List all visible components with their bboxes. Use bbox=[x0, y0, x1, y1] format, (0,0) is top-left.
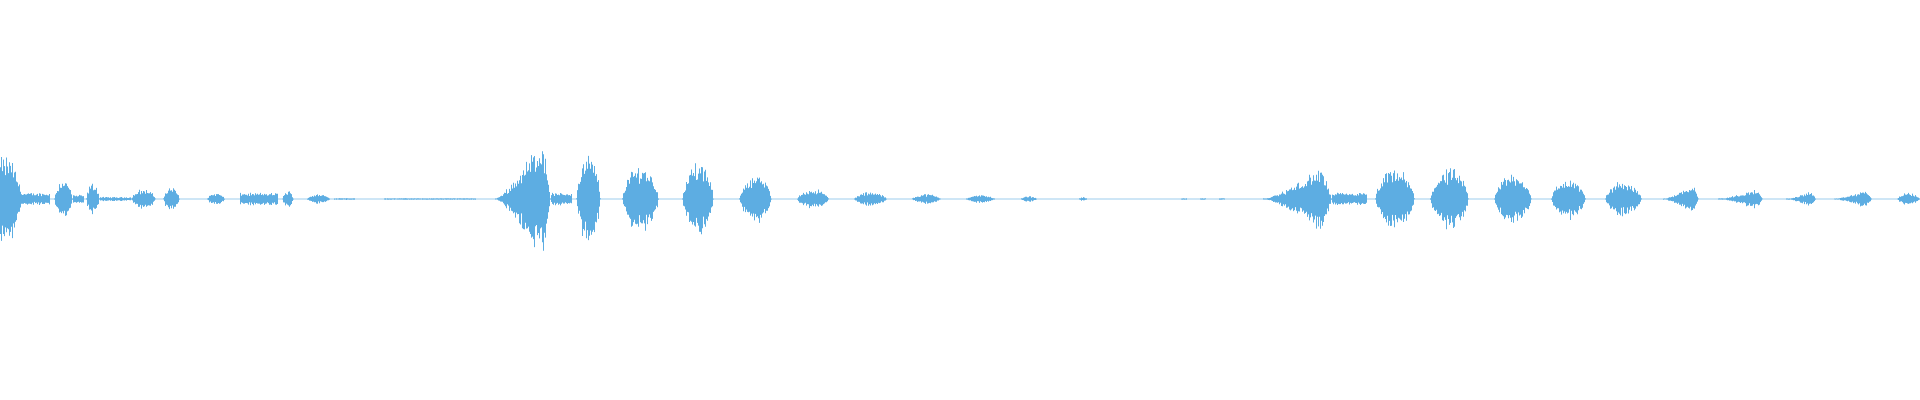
waveform-bars bbox=[0, 151, 1920, 251]
